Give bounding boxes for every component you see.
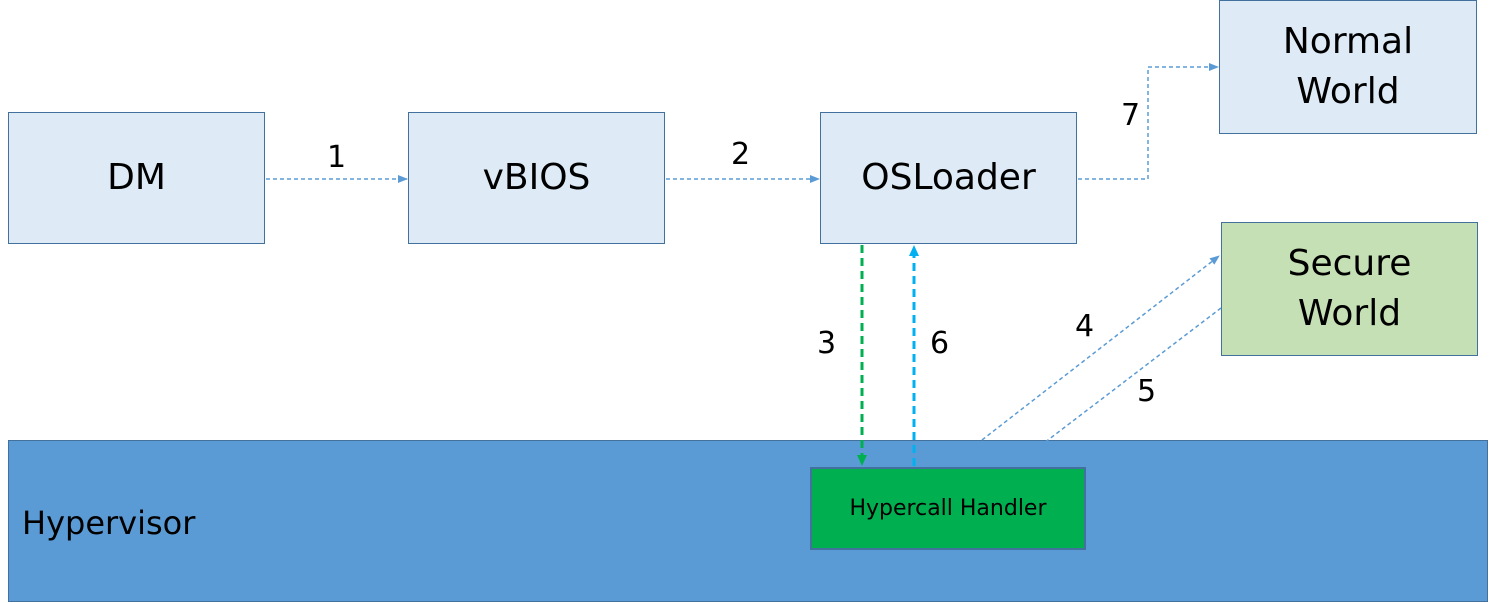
vbios-box: vBIOS <box>408 112 665 244</box>
step-label-1: 1 <box>327 140 347 175</box>
hypercall-handler-box: Hypercall Handler <box>810 467 1086 550</box>
normal-world-box: Normal World <box>1219 0 1477 134</box>
step-label-6: 6 <box>930 326 950 361</box>
step-label-2: 2 <box>731 137 751 172</box>
step-label-4: 4 <box>1075 309 1095 344</box>
arrow-4 <box>981 255 1220 441</box>
dm-label: DM <box>107 157 166 198</box>
step-label-5: 5 <box>1137 374 1157 409</box>
arrow-7 <box>1078 63 1219 180</box>
arrow-4-stem <box>949 439 983 467</box>
step-label-3: 3 <box>817 326 837 361</box>
arrow-5 <box>1047 307 1222 441</box>
secure-world-label-line1: Secure <box>1287 243 1412 284</box>
dm-box: DM <box>8 112 265 244</box>
osloader-box: OSLoader <box>820 112 1077 244</box>
hypercall-handler-label: Hypercall Handler <box>849 496 1047 521</box>
step-label-7: 7 <box>1121 98 1141 133</box>
arrow-5-stem <box>1015 439 1049 467</box>
osloader-label: OSLoader <box>861 157 1036 198</box>
vbios-label: vBIOS <box>482 157 591 198</box>
secure-world-box: Secure World <box>1221 222 1478 356</box>
normal-world-label-line2: World <box>1296 71 1400 112</box>
hypervisor-layer <box>8 440 1488 602</box>
hypervisor-label: Hypervisor <box>22 504 196 542</box>
secure-world-label-line2: World <box>1297 293 1402 334</box>
normal-world-label-line1: Normal <box>1282 21 1414 62</box>
